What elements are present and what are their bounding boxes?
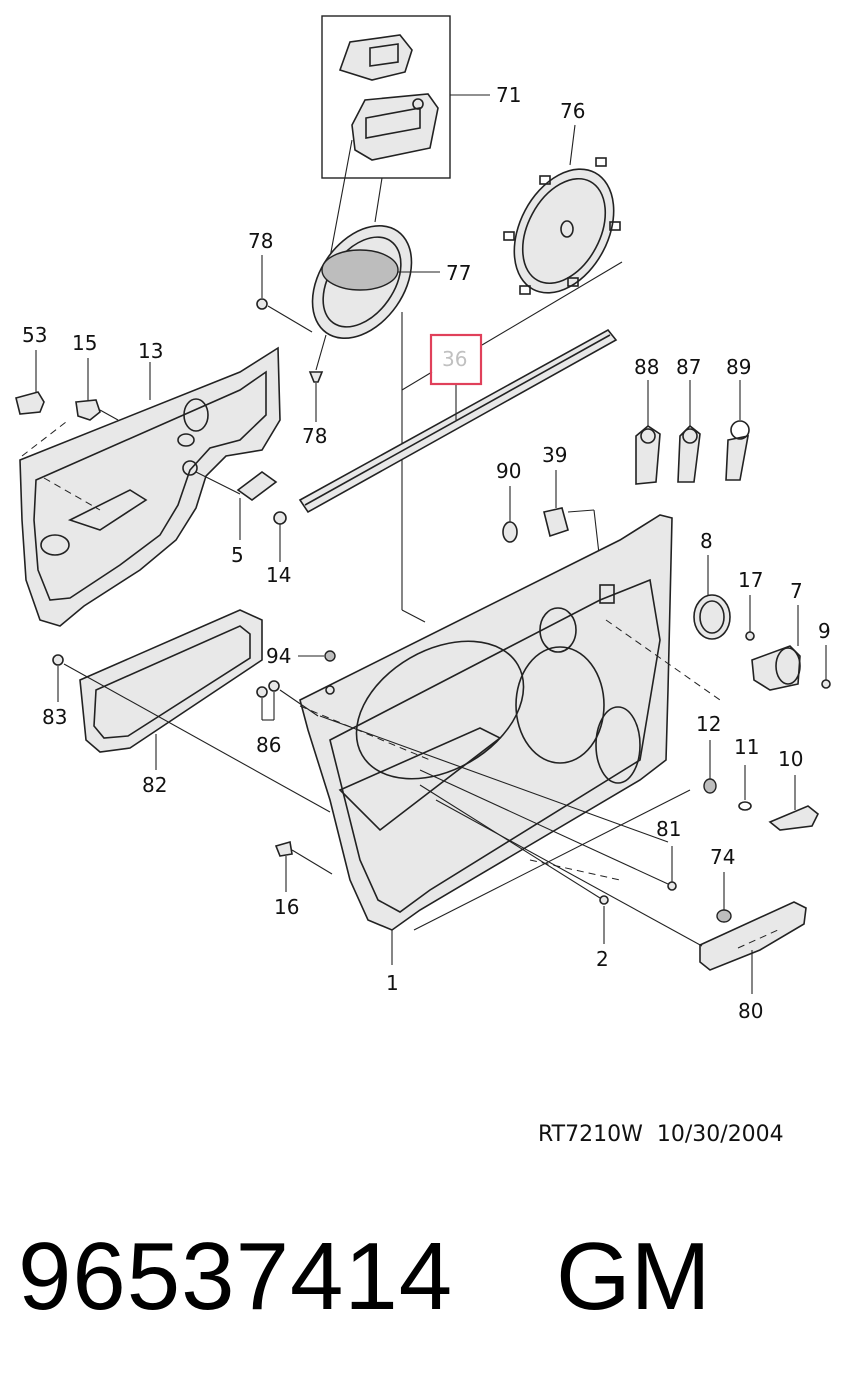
- callout-74: 74: [710, 845, 735, 869]
- callout-77: 77: [446, 261, 471, 285]
- callout-78-lower: 78: [302, 424, 327, 448]
- diagram-reference: RT7210W 10/30/2004: [538, 1122, 784, 1147]
- part-11-spring: [738, 765, 752, 811]
- part-94-nut: [298, 650, 336, 695]
- part-16-clip: [274, 840, 333, 892]
- callout-10: 10: [778, 747, 803, 771]
- part-1-door-trim-panel: [299, 514, 673, 965]
- reference-date: 10/30/2004: [656, 1122, 784, 1147]
- callout-83: 83: [42, 705, 67, 729]
- part-7-inside-handle: [751, 605, 801, 691]
- part-5-bracket: [182, 460, 278, 540]
- callout-13: 13: [138, 339, 163, 363]
- callout-89: 89: [726, 355, 751, 379]
- part-71-window-switch: [321, 15, 490, 179]
- part-81-screw: [419, 769, 677, 891]
- callout-94: 94: [266, 644, 291, 668]
- callout-82: 82: [142, 773, 167, 797]
- callout-80: 80: [738, 999, 763, 1023]
- part-13-door-trim-frame: [19, 346, 281, 627]
- callout-39: 39: [542, 443, 567, 467]
- callout-2: 2: [596, 947, 609, 971]
- callout-78-upper: 78: [248, 229, 273, 253]
- callout-14: 14: [266, 563, 291, 587]
- part-2-screw: [419, 784, 609, 944]
- brand-label: GM: [556, 1223, 711, 1330]
- part-83-screw: [52, 654, 331, 813]
- part-82-map-pocket: [79, 609, 263, 770]
- callout-16: 16: [274, 895, 299, 919]
- callout-11: 11: [734, 735, 759, 759]
- callout-36-highlight-box: [429, 333, 483, 386]
- part-87-cover: [677, 380, 701, 483]
- callout-71: 71: [496, 83, 521, 107]
- part-90-clip: [502, 486, 518, 543]
- part-77-bezel: [311, 224, 440, 340]
- part-14-screw: [273, 511, 287, 562]
- part-8-handle-bezel: [693, 555, 731, 640]
- callout-36: 36: [442, 347, 467, 371]
- part-88-cover: [635, 380, 661, 485]
- callout-7: 7: [790, 579, 803, 603]
- part-10-window-crank: [768, 775, 820, 831]
- reference-code: RT7210W: [538, 1122, 643, 1147]
- callout-12: 12: [696, 712, 721, 736]
- callout-5: 5: [231, 543, 244, 567]
- callout-90: 90: [496, 459, 521, 483]
- part-89-cover: [725, 380, 750, 481]
- part-78-screw-upper: [256, 255, 313, 333]
- part-36-weatherstrip: [298, 328, 618, 514]
- part-80-armrest-pull: [435, 799, 807, 994]
- callout-15: 15: [72, 331, 97, 355]
- callout-9: 9: [818, 619, 831, 643]
- part-number: 96537414: [18, 1223, 454, 1330]
- part-78-screw-lower: [308, 334, 327, 422]
- part-74-cap: [716, 872, 732, 923]
- part-86-screws: [256, 680, 319, 721]
- callout-76: 76: [560, 99, 585, 123]
- part-53-clip: [15, 350, 45, 415]
- callout-1: 1: [386, 971, 399, 995]
- part-15-clip: [75, 358, 119, 421]
- callout-53: 53: [22, 323, 47, 347]
- part-17-screw: [745, 595, 755, 641]
- part-12-washer: [703, 740, 717, 794]
- callout-17: 17: [738, 568, 763, 592]
- callout-87: 87: [676, 355, 701, 379]
- callout-88: 88: [634, 355, 659, 379]
- part-76-speaker: [503, 124, 621, 295]
- exploded-parts-diagram: 71 76 77 78 78: [15, 15, 831, 1023]
- callout-8: 8: [700, 529, 713, 553]
- callout-81: 81: [656, 817, 681, 841]
- part-9-screw: [821, 645, 831, 689]
- callout-86: 86: [256, 733, 281, 757]
